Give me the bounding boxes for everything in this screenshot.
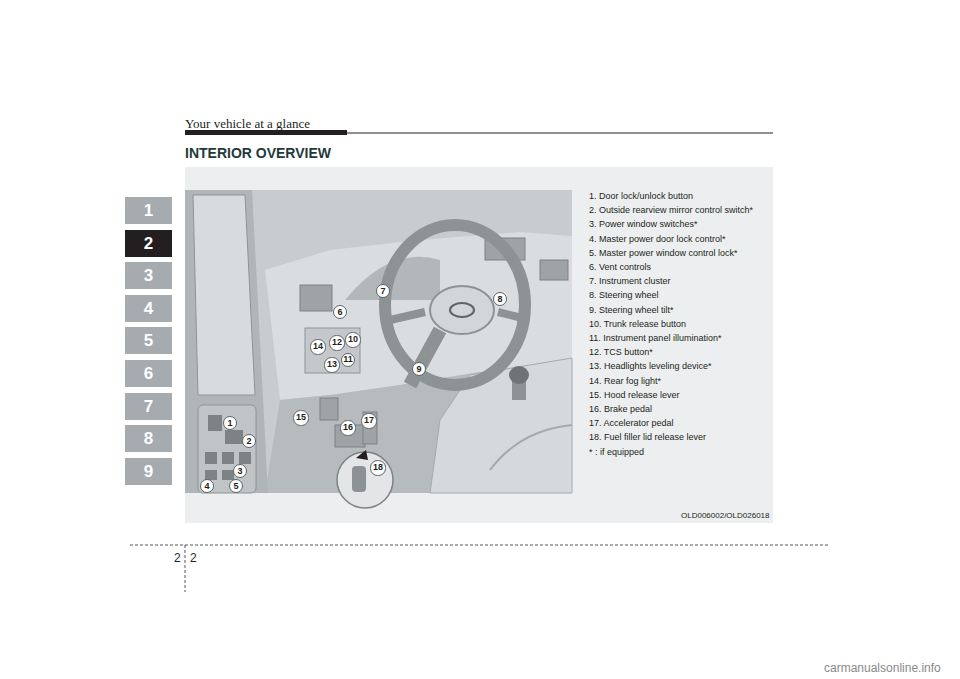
callout-number: 16 xyxy=(340,420,355,435)
legend-item: 3. Power window switches* xyxy=(589,220,698,230)
callout-text: 13 xyxy=(327,360,337,369)
legend-item: 5. Master power window control lock* xyxy=(589,249,738,259)
interior-illustration xyxy=(185,190,572,508)
callout-text: 6 xyxy=(337,308,342,317)
chapter-tab: 5 xyxy=(125,327,172,354)
footnote: * : if equipped xyxy=(589,448,644,458)
legend-item: 13. Headlights leveling device* xyxy=(589,362,712,372)
callout-text: 17 xyxy=(364,416,374,425)
callout-text: 4 xyxy=(204,482,209,491)
tab-number: 3 xyxy=(144,267,153,284)
legend-item: 16. Brake pedal xyxy=(589,405,652,415)
tab-number: 5 xyxy=(144,332,153,349)
legend-item: 14. Rear fog light* xyxy=(589,377,661,387)
tab-number: 1 xyxy=(144,202,153,219)
chapter-tab: 3 xyxy=(125,262,172,289)
callout-number: 9 xyxy=(412,362,426,376)
callout-number: 6 xyxy=(333,305,347,319)
tab-number: 9 xyxy=(144,463,153,480)
callout-text: 18 xyxy=(373,463,383,472)
legend-item: 4. Master power door lock control* xyxy=(589,235,726,245)
page-number: 2 xyxy=(174,552,181,565)
legend-item: 7. Instrument cluster xyxy=(589,277,671,287)
callout-text: 7 xyxy=(380,287,385,296)
image-code: OLD006002/OLD026018 xyxy=(681,512,770,521)
legend-item: 8. Steering wheel xyxy=(589,291,659,301)
tab-number: 4 xyxy=(144,300,153,317)
legend-item: 17. Accelerator pedal xyxy=(589,419,674,429)
legend-item: 2. Outside rearview mirror control switc… xyxy=(589,206,753,216)
legend-item: 6. Vent controls xyxy=(589,263,651,273)
callout-number: 15 xyxy=(293,410,308,425)
chapter-tab: 8 xyxy=(125,425,172,452)
callout-number: 7 xyxy=(376,284,390,298)
callout-number: 8 xyxy=(493,292,507,306)
callout-text: 3 xyxy=(237,467,242,476)
callout-number: 12 xyxy=(329,335,344,350)
chapter-tab: 7 xyxy=(125,393,172,420)
callout-text: 14 xyxy=(313,342,323,351)
callout-number: 4 xyxy=(200,479,214,493)
callout-number: 10 xyxy=(345,332,360,347)
panel xyxy=(185,167,773,523)
legend-item: 9. Steering wheel tilt* xyxy=(589,306,674,316)
chapter-tab: 2 xyxy=(125,230,172,257)
callout-number: 14 xyxy=(310,339,325,354)
section-title: INTERIOR OVERVIEW xyxy=(185,146,331,161)
callout-text: 1 xyxy=(227,419,232,428)
tab-number: 2 xyxy=(144,235,153,252)
dashed-rule xyxy=(130,545,830,546)
tab-number: 7 xyxy=(144,398,153,415)
callout-number: 13 xyxy=(324,357,339,372)
callout-text: 2 xyxy=(246,437,251,446)
running-header: Your vehicle at a glance xyxy=(185,117,310,131)
legend-item: 18. Fuel filler lid release lever xyxy=(589,433,706,443)
chapter-tab: 4 xyxy=(125,295,172,322)
callout-number: 17 xyxy=(361,413,376,428)
chapter-tab: 1 xyxy=(125,197,172,224)
legend-item: 1. Door lock/unlock button xyxy=(589,192,693,202)
tab-number: 6 xyxy=(144,365,153,382)
page-number: 2 xyxy=(190,552,197,565)
callout-text: 5 xyxy=(233,482,238,491)
legend-item: 11. Instrument panel illumination* xyxy=(589,334,721,344)
callout-number: 2 xyxy=(242,434,256,448)
callout-text: 12 xyxy=(332,338,342,347)
callout-number: 5 xyxy=(229,479,243,493)
callout-text: 8 xyxy=(497,295,502,304)
callout-number: 18 xyxy=(370,460,385,475)
callout-number: 1 xyxy=(223,416,237,430)
chapter-tab: 6 xyxy=(125,360,172,387)
chapter-tab: 9 xyxy=(125,458,172,485)
tab-number: 8 xyxy=(144,430,153,447)
callout-number: 3 xyxy=(233,464,247,478)
legend-item: 12. TCS button* xyxy=(589,348,653,358)
callout-text: 9 xyxy=(416,365,421,374)
callout-text: 10 xyxy=(348,335,358,344)
dashed-rule xyxy=(185,545,186,592)
watermark: carmanualsonline.info xyxy=(824,662,941,675)
callout-text: 11 xyxy=(343,355,353,364)
legend-item: 15. Hood release lever xyxy=(589,391,680,401)
legend-item: 10. Trunk release button xyxy=(589,320,686,330)
callout-text: 15 xyxy=(296,413,306,422)
callout-text: 16 xyxy=(343,423,353,432)
